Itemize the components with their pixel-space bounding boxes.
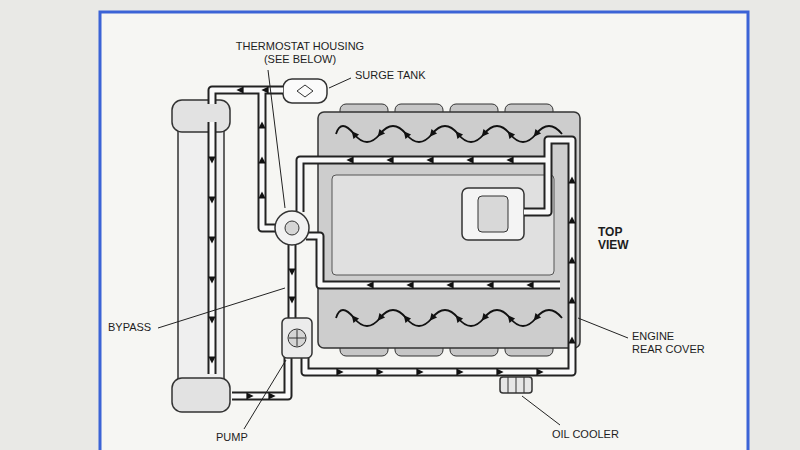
surge-tank bbox=[283, 79, 327, 103]
oil-cooler bbox=[500, 377, 532, 393]
callout-label: ENGINE REAR COVER bbox=[632, 330, 706, 356]
engine-block bbox=[318, 104, 580, 356]
page-frame bbox=[100, 12, 748, 450]
leader-lines bbox=[158, 70, 628, 429]
thermostat-housing bbox=[275, 211, 309, 245]
coolant-pipes bbox=[212, 90, 572, 396]
view-note: TOP VIEW bbox=[598, 226, 642, 252]
water-pump bbox=[282, 318, 312, 358]
callout-label: PUMP bbox=[216, 431, 266, 444]
callout-label: BYPASS bbox=[108, 321, 168, 334]
callout-label: OIL COOLER bbox=[552, 428, 642, 441]
callout-label: SURGE TANK bbox=[355, 69, 445, 82]
turbocharger bbox=[462, 188, 524, 240]
callout-label: THERMOSTAT HOUSING (SEE BELOW) bbox=[225, 40, 375, 66]
flow-waves bbox=[336, 126, 562, 326]
radiator bbox=[172, 100, 230, 412]
